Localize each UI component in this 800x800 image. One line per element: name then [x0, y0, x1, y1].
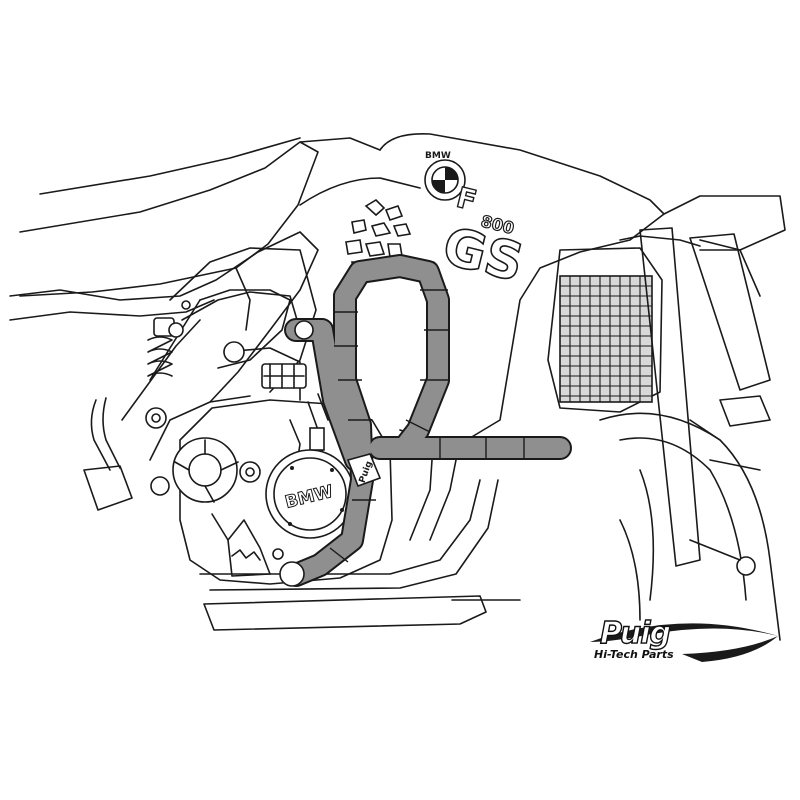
seat-outline [19, 137, 381, 331]
brand-tagline: Hi-Tech Parts [594, 648, 674, 661]
brand-logo: Puig Hi-Tech Parts [582, 612, 782, 672]
rear-shock [147, 317, 184, 377]
model-letters-gs: GS [437, 216, 529, 294]
tank-badge: BMW [424, 151, 466, 201]
brand-swoosh-icon [590, 623, 778, 662]
tank-fairing [299, 133, 786, 441]
rear-hoses [83, 397, 133, 511]
crash-bar: Puig [272, 254, 572, 587]
footpeg-lever [211, 513, 271, 577]
radiator-grille [559, 275, 653, 403]
brand-name: Puig [599, 615, 671, 651]
tank-badge-label: BMW [425, 151, 451, 161]
sprocket-cover [172, 437, 261, 503]
front-fork-wheel [599, 227, 781, 641]
engine-block [179, 341, 393, 585]
main-frame [9, 231, 319, 496]
engine-cover: BMW [265, 449, 355, 539]
